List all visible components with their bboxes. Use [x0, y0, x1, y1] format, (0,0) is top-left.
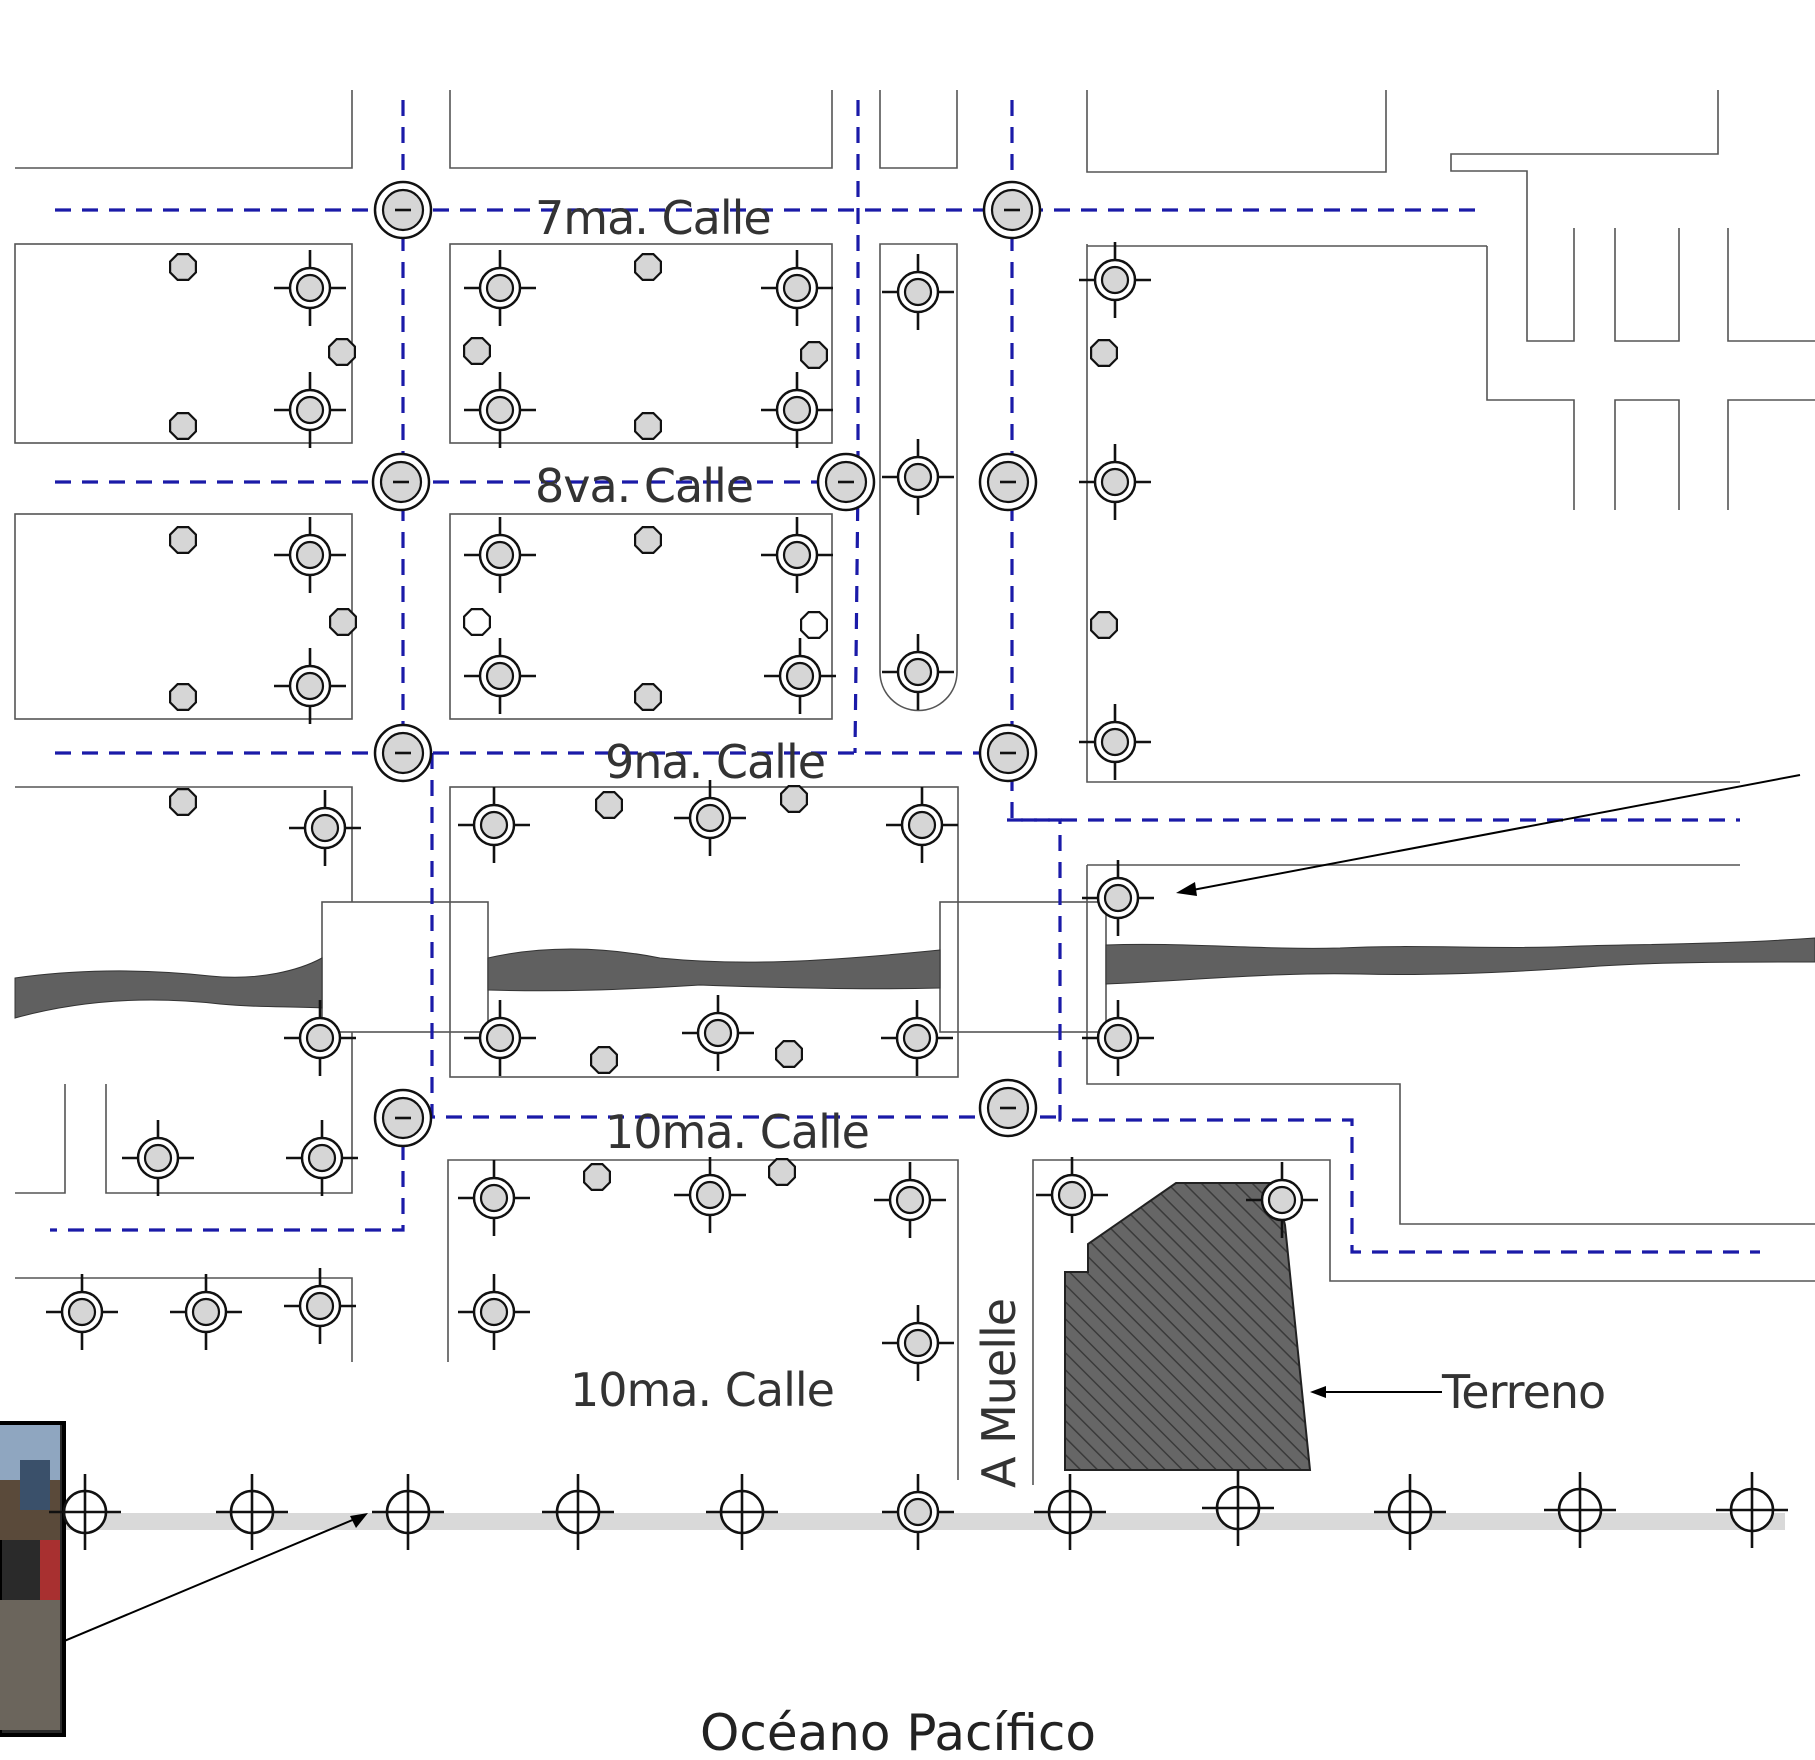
crosshair-marker-icon: [1544, 1472, 1616, 1548]
octagon-icon: [799, 341, 829, 369]
octagon-icon: [1089, 339, 1119, 367]
octagon-icon: [169, 412, 197, 440]
terreno-parcel: [1064, 1182, 1312, 1471]
light-pole-icon: [464, 372, 536, 448]
light-pole-icon: [882, 254, 954, 330]
photo-inset: [0, 1421, 66, 1737]
octagon-icon: [799, 610, 829, 640]
octagon-icon: [463, 337, 491, 365]
octagon-icon: [1089, 610, 1119, 640]
light-pole-icon: [274, 372, 346, 448]
terreno-label: Terreno: [1441, 1365, 1605, 1419]
light-pole-icon: [1079, 704, 1151, 780]
manhole-icon: [978, 452, 1038, 512]
octagon-icon: [463, 607, 491, 637]
crosshair-marker-icon: [1202, 1470, 1274, 1546]
crosshair-marker-icon: [49, 1474, 121, 1550]
octagon-icon: [633, 682, 663, 712]
light-pole-icon: [458, 1274, 530, 1350]
octagon-icon: [582, 1162, 612, 1192]
light-pole-icon: [289, 790, 361, 866]
street-label-8: 8va. Calle: [535, 459, 753, 513]
light-pole-icon: [764, 638, 836, 714]
light-pole-icon: [170, 1274, 242, 1350]
light-pole-icon: [464, 517, 536, 593]
octagon-icon: [779, 784, 809, 814]
street-label-9: 9na. Calle: [605, 735, 825, 789]
octagon-icon: [589, 1045, 619, 1075]
octagon-icon: [169, 525, 197, 555]
street-label-10-lower: 10ma. Calle: [570, 1363, 834, 1417]
light-pole-icon: [46, 1274, 118, 1350]
light-pole-icon: [1036, 1157, 1108, 1233]
light-pole-icon: [682, 995, 754, 1071]
leader-arrows: [0, 774, 1801, 1669]
light-pole-icon: [674, 1157, 746, 1233]
river: [14, 937, 1815, 1019]
light-pole-icon: [1082, 860, 1154, 936]
manhole-icon: [978, 1078, 1038, 1138]
octagon-icon: [328, 338, 356, 366]
light-pole-icon: [1082, 1000, 1154, 1076]
light-pole-icon: [761, 517, 833, 593]
light-pole-icon: [464, 1000, 536, 1076]
octagon-icon: [767, 1157, 797, 1187]
street-label-7: 7ma. Calle: [535, 191, 771, 245]
crosshair-marker-icon: [1034, 1474, 1106, 1550]
light-pole-icon: [882, 634, 954, 710]
manhole-icon: [373, 723, 433, 783]
manhole-icon: [371, 452, 431, 512]
light-pole-icon: [274, 250, 346, 326]
light-pole-icon: [1079, 242, 1151, 318]
manhole-icon: [816, 452, 876, 512]
light-pole-icon: [882, 1305, 954, 1381]
light-pole-icon: [284, 1268, 356, 1344]
street-labels: 7ma. Calle 8va. Calle 9na. Calle 10ma. C…: [535, 191, 1606, 1760]
ocean-label: Océano Pacífico: [700, 1704, 1096, 1760]
map-symbols: [46, 180, 1788, 1550]
crosshair-marker-icon: [372, 1474, 444, 1550]
manhole-icon: [978, 723, 1038, 783]
crosshair-marker-icon: [216, 1474, 288, 1550]
octagon-icon: [169, 682, 197, 712]
street-label-10-upper: 10ma. Calle: [605, 1105, 869, 1159]
muelle-label: A Muelle: [972, 1299, 1026, 1488]
octagon-icon: [633, 525, 663, 555]
manhole-icon: [373, 1088, 433, 1148]
crosshair-marker-icon: [542, 1474, 614, 1550]
light-pole-icon: [881, 1000, 953, 1076]
light-pole-icon: [674, 780, 746, 856]
octagon-icon: [594, 790, 624, 820]
light-pole-icon: [458, 787, 530, 863]
light-pole-icon: [458, 1160, 530, 1236]
crosshair-marker-icon: [706, 1474, 778, 1550]
octagon-icon: [633, 253, 663, 281]
crosshair-marker-icon: [1374, 1474, 1446, 1550]
light-pole-icon: [464, 638, 536, 714]
octagon-icon: [329, 607, 357, 637]
octagon-icon: [169, 787, 197, 817]
light-pole-icon: [286, 1120, 358, 1196]
light-pole-icon: [874, 1162, 946, 1238]
light-pole-icon: [464, 250, 536, 326]
manhole-icon: [982, 180, 1042, 240]
light-pole-icon: [886, 787, 958, 863]
city-blocks: [14, 90, 1815, 1485]
light-pole-icon: [122, 1120, 194, 1196]
light-pole-icon: [284, 1000, 356, 1076]
light-pole-icon: [274, 517, 346, 593]
octagon-icon: [633, 412, 663, 440]
light-pole-icon: [882, 439, 954, 515]
light-pole-icon: [274, 648, 346, 724]
light-pole-icon: [1079, 444, 1151, 520]
octagon-icon: [169, 253, 197, 281]
light-pole-icon: [761, 372, 833, 448]
light-pole-icon: [761, 250, 833, 326]
crosshair-marker-icon: [1716, 1472, 1788, 1548]
light-pole-icon: [882, 1474, 954, 1550]
manhole-icon: [373, 180, 433, 240]
light-pole-icon: [1246, 1162, 1318, 1238]
octagon-icon: [774, 1039, 804, 1069]
